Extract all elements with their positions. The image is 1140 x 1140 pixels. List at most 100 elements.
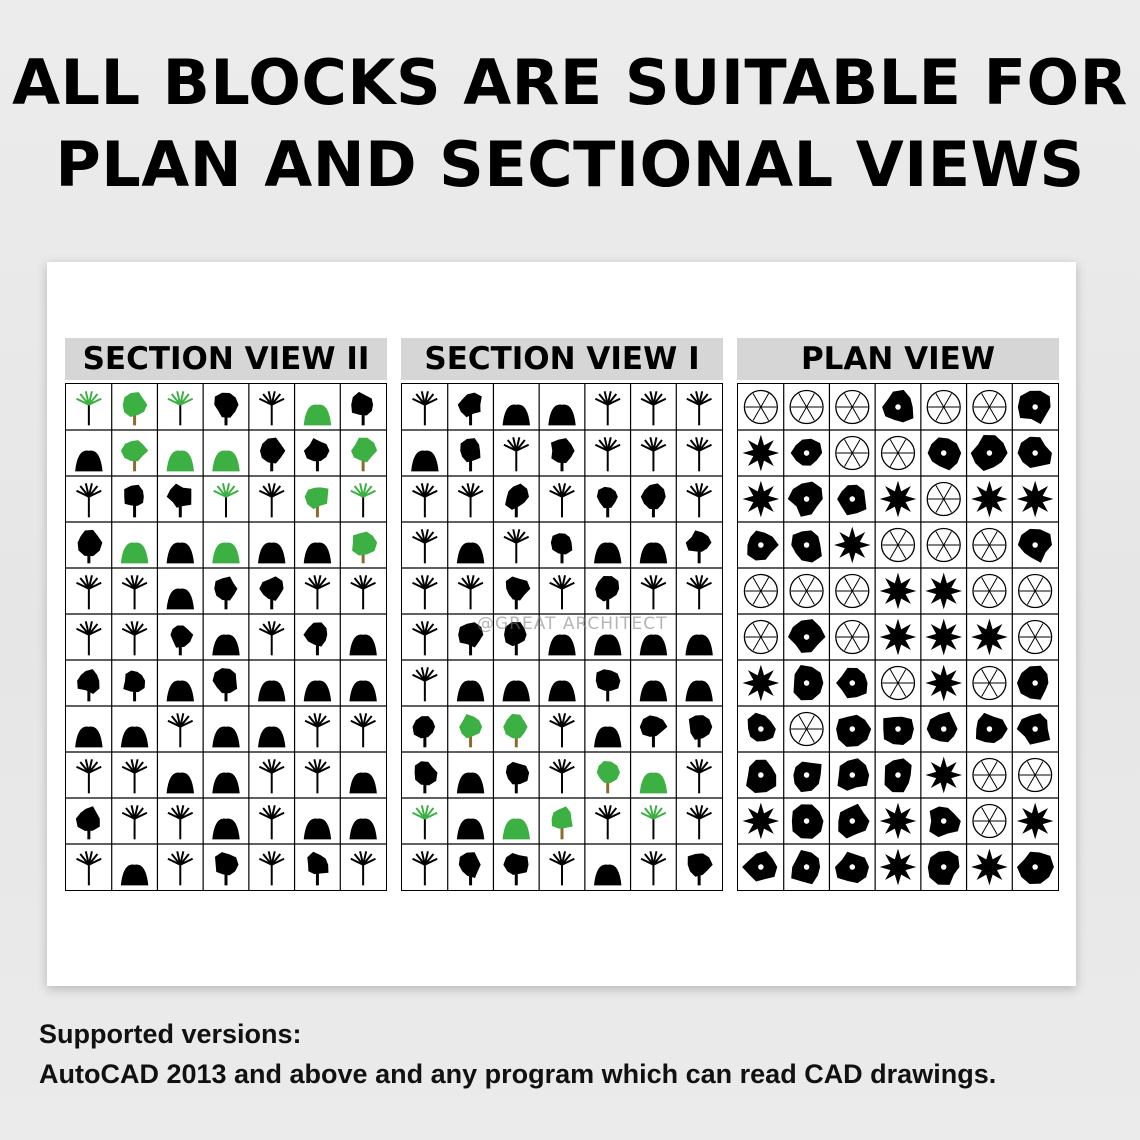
shrub-elevation-icon [258,759,285,794]
tree-elevation-icon [687,853,713,886]
tree-plan-icon [879,572,917,610]
tree-elevation-icon [686,391,712,426]
tree-plan-icon [975,712,1008,744]
tree-plan-icon [972,527,1007,563]
panel-plan-view: PLAN VIEW [737,338,1059,891]
tree-plan-icon [1016,480,1054,518]
tree-plan-icon [972,389,1007,425]
catalog-sheet: SECTION VIEW II SECTION VIEW I PLAN VIEW… [47,262,1076,986]
shrub-elevation-icon [303,542,332,564]
block-grid [737,383,1059,891]
tree-elevation-icon [503,713,528,748]
shrub-elevation-icon [212,668,238,702]
shrub-elevation-icon [349,634,377,656]
shrub-elevation-icon [76,759,102,794]
shrub-elevation-icon [120,440,149,472]
shrub-elevation-icon [350,713,376,748]
tree-plan-icon [926,481,961,517]
shrub-elevation-icon [258,680,286,702]
tree-plan-icon [972,665,1007,701]
shrub-elevation-icon [349,818,377,840]
tree-plan-icon [880,665,916,701]
shrub-elevation-icon [121,575,148,610]
tree-plan-icon [880,527,916,563]
watermark-text: @GREAT ARCHITECT [477,614,668,634]
tree-elevation-icon [640,391,667,426]
shrub-elevation-icon [170,625,194,656]
tree-plan-icon [925,618,962,656]
shrub-elevation-icon [349,680,377,702]
shrub-elevation-icon [213,483,239,518]
shrub-elevation-icon [166,680,194,702]
tree-elevation-icon [549,759,575,794]
tree-plan-icon [835,573,870,609]
tree-elevation-icon [639,680,668,702]
tree-plan-icon [791,804,824,839]
shrub-elevation-icon [259,437,286,472]
tree-plan-icon [879,802,917,840]
tree-plan-icon [1018,757,1053,793]
tree-plan-icon [835,389,870,425]
shrub-elevation-icon [121,759,148,794]
tree-elevation-icon [551,806,573,840]
tree-plan-icon [1016,851,1054,885]
tree-elevation-icon [456,772,485,794]
tree-elevation-icon [595,669,621,702]
tree-plan-icon [882,389,914,423]
tree-plan-icon [742,851,778,882]
tree-plan-icon [747,712,776,742]
tree-elevation-icon [549,575,575,610]
tree-elevation-icon [594,805,621,840]
tree-plan-icon [1017,390,1051,425]
shrub-elevation-icon [75,806,100,840]
tree-elevation-icon [639,772,668,794]
tree-plan-icon [925,664,962,702]
panel-title: SECTION VIEW II [65,338,387,380]
tree-plan-icon [1018,573,1053,609]
tree-elevation-icon [548,680,576,702]
tree-elevation-icon [412,391,438,426]
tree-elevation-icon [596,486,618,518]
shrub-elevation-icon [121,805,148,840]
tree-elevation-icon [549,483,575,518]
tree-plan-icon [789,573,824,609]
tree-plan-icon [972,803,1007,839]
shrub-elevation-icon [303,404,332,426]
shrub-elevation-icon [303,622,328,656]
tree-plan-icon [787,619,826,653]
tree-plan-icon [835,619,870,655]
tree-elevation-icon [411,450,439,472]
shrub-elevation-icon [258,542,286,564]
shrub-elevation-icon [212,542,240,564]
shrub-elevation-icon [349,772,377,794]
tree-elevation-icon [685,680,713,702]
tree-plan-icon [837,484,867,516]
shrub-elevation-icon [166,450,194,472]
tree-plan-icon [927,437,962,471]
tree-elevation-icon [505,483,530,518]
tree-elevation-icon [640,851,667,886]
panel-title: PLAN VIEW [737,338,1059,380]
tree-plan-icon [971,480,1008,518]
shrub-elevation-icon [350,851,376,886]
tree-plan-icon [879,618,917,656]
tree-elevation-icon [548,404,576,426]
tree-elevation-icon [688,715,713,748]
tree-elevation-icon [458,622,484,656]
tree-elevation-icon [412,575,438,610]
shrub-elevation-icon [212,450,240,472]
shrub-elevation-icon [167,713,194,748]
shrub-elevation-icon [304,713,331,748]
shrub-elevation-icon [120,726,149,748]
tree-elevation-icon [503,853,529,886]
shrub-elevation-icon [166,588,194,610]
shrub-elevation-icon [167,851,194,886]
tree-plan-icon [836,667,868,699]
shrub-elevation-icon [214,576,238,610]
tree-elevation-icon [456,680,485,702]
tree-elevation-icon [639,715,668,748]
shrub-elevation-icon [258,851,285,886]
tree-elevation-icon [457,392,482,426]
tree-plan-icon [742,480,780,518]
tree-elevation-icon [640,437,667,472]
